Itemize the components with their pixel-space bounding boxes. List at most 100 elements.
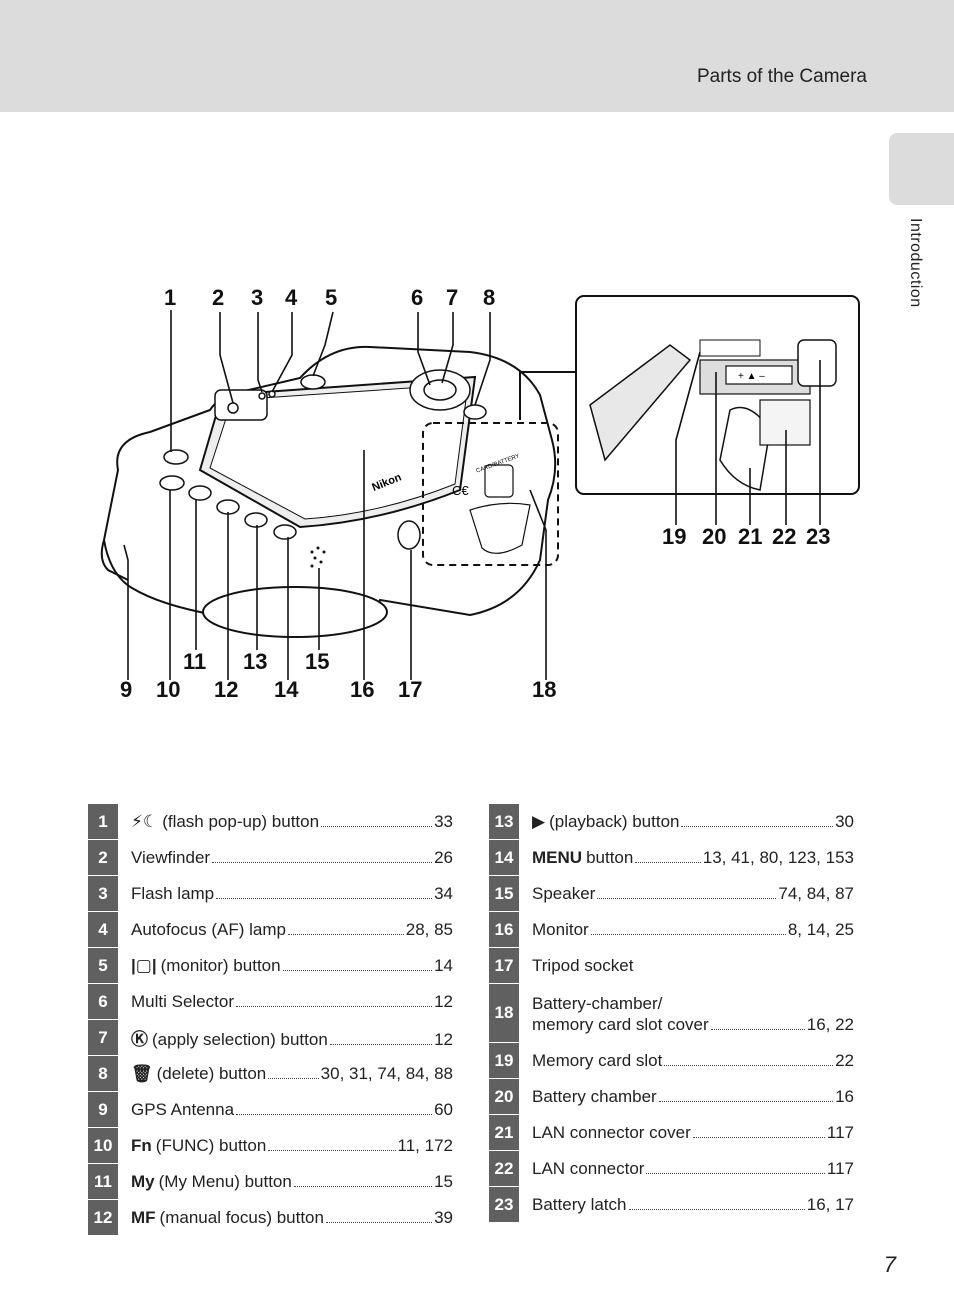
- part-label-line1: Battery-chamber/: [532, 993, 663, 1013]
- page-ref: 12: [434, 991, 453, 1011]
- table-row: 6 Multi Selector 12: [88, 983, 453, 1020]
- callout-7: 7: [446, 285, 459, 310]
- part-label: (monitor) button: [160, 955, 281, 975]
- playback-icon: ▶: [532, 811, 546, 831]
- svg-text:+ ▲ –: + ▲ –: [738, 371, 765, 382]
- part-label: (FUNC) button: [155, 1135, 267, 1155]
- part-description: Battery chamber 16: [519, 1079, 854, 1115]
- top-controls: [159, 369, 487, 550]
- page-ref: 39: [434, 1207, 453, 1227]
- part-number: 7: [88, 1019, 118, 1056]
- callout-10: 10: [156, 677, 181, 702]
- part-number: 14: [489, 839, 519, 876]
- flash-popup-icon: ⚡☾: [131, 811, 159, 831]
- callout-4: 4: [285, 285, 298, 310]
- menu-icon: MENU: [532, 847, 583, 867]
- part-label: Monitor: [532, 919, 589, 939]
- part-label: Autofocus (AF) lamp: [131, 919, 286, 939]
- page-number: 7: [883, 1252, 896, 1277]
- part-label: (apply selection) button: [152, 1030, 328, 1049]
- monitor-screen: [198, 375, 477, 529]
- callout-17: 17: [398, 677, 423, 702]
- dashed-highlight: [422, 422, 559, 566]
- ok-icon: Ⓚ: [131, 1030, 148, 1049]
- part-number: 4: [88, 911, 118, 948]
- part-label: memory card slot cover: [532, 1014, 709, 1034]
- callout-11: 11: [183, 649, 207, 674]
- part-label: button: [586, 847, 634, 867]
- page-ref: 13, 41, 80, 123, 153: [702, 847, 854, 867]
- part-label: (flash pop-up) button: [162, 811, 320, 831]
- callout-21: 21: [738, 524, 763, 549]
- part-number: 12: [88, 1199, 118, 1236]
- part-number: 17: [489, 947, 519, 984]
- page-ref: 74, 84, 87: [778, 883, 854, 903]
- page-ref: 16: [835, 1086, 854, 1106]
- part-number: 16: [489, 911, 519, 948]
- part-description: Ⓚ(apply selection) button 12: [118, 1020, 453, 1056]
- part-label: LAN connector cover: [532, 1122, 691, 1142]
- battery-chamber-inset: [575, 295, 860, 495]
- page-ref: 16, 22: [806, 1014, 854, 1034]
- speaker-holes: [310, 546, 326, 568]
- part-label: GPS Antenna: [131, 1099, 235, 1119]
- part-label: Battery latch: [532, 1194, 627, 1214]
- dot-leader: [287, 933, 404, 935]
- part-number: 19: [489, 1042, 519, 1079]
- page-header: Parts of the Camera: [0, 0, 954, 112]
- callout-22: 22: [772, 524, 797, 549]
- callout-5: 5: [325, 285, 338, 310]
- callout-13: 13: [243, 649, 268, 674]
- dot-leader: [597, 897, 777, 899]
- callout-23: 23: [806, 524, 831, 549]
- callout-2: 2: [212, 285, 225, 310]
- part-number: 21: [489, 1114, 519, 1151]
- callout-6: 6: [411, 285, 424, 310]
- page-ref: 30: [835, 811, 854, 831]
- camera-figure: Nikon CARD/BA: [100, 285, 860, 702]
- page-ref: 34: [434, 883, 453, 903]
- dot-leader: [268, 1077, 319, 1079]
- part-number: 1: [88, 804, 118, 840]
- dot-leader: [236, 1113, 433, 1115]
- trash-icon: 🗑: [131, 1063, 153, 1083]
- manual-focus-icon: MF: [131, 1207, 156, 1227]
- side-tab: [889, 133, 954, 205]
- callout-18: 18: [532, 677, 557, 702]
- part-number: 3: [88, 875, 118, 912]
- side-tab-label: Introduction: [907, 218, 924, 308]
- callout-9: 9: [120, 677, 133, 702]
- part-number: 11: [88, 1163, 118, 1200]
- camera-illustration: Nikon CARD/BA: [100, 295, 860, 680]
- page-ref: 12: [434, 1030, 453, 1049]
- dot-leader: [635, 861, 701, 863]
- dot-leader: [628, 1208, 805, 1210]
- page-ref: 30, 31, 74, 84, 88: [320, 1063, 453, 1083]
- dot-leader: [268, 1149, 396, 1151]
- fn-icon: Fn: [131, 1135, 152, 1155]
- dot-leader: [293, 1185, 433, 1187]
- part-description: Tripod socket: [519, 948, 854, 984]
- part-label: Multi Selector: [131, 991, 234, 1011]
- part-label: LAN connector: [532, 1158, 645, 1178]
- part-label: Battery chamber: [532, 1086, 657, 1106]
- part-label: Viewfinder: [131, 847, 211, 867]
- part-number: 6: [88, 983, 118, 1020]
